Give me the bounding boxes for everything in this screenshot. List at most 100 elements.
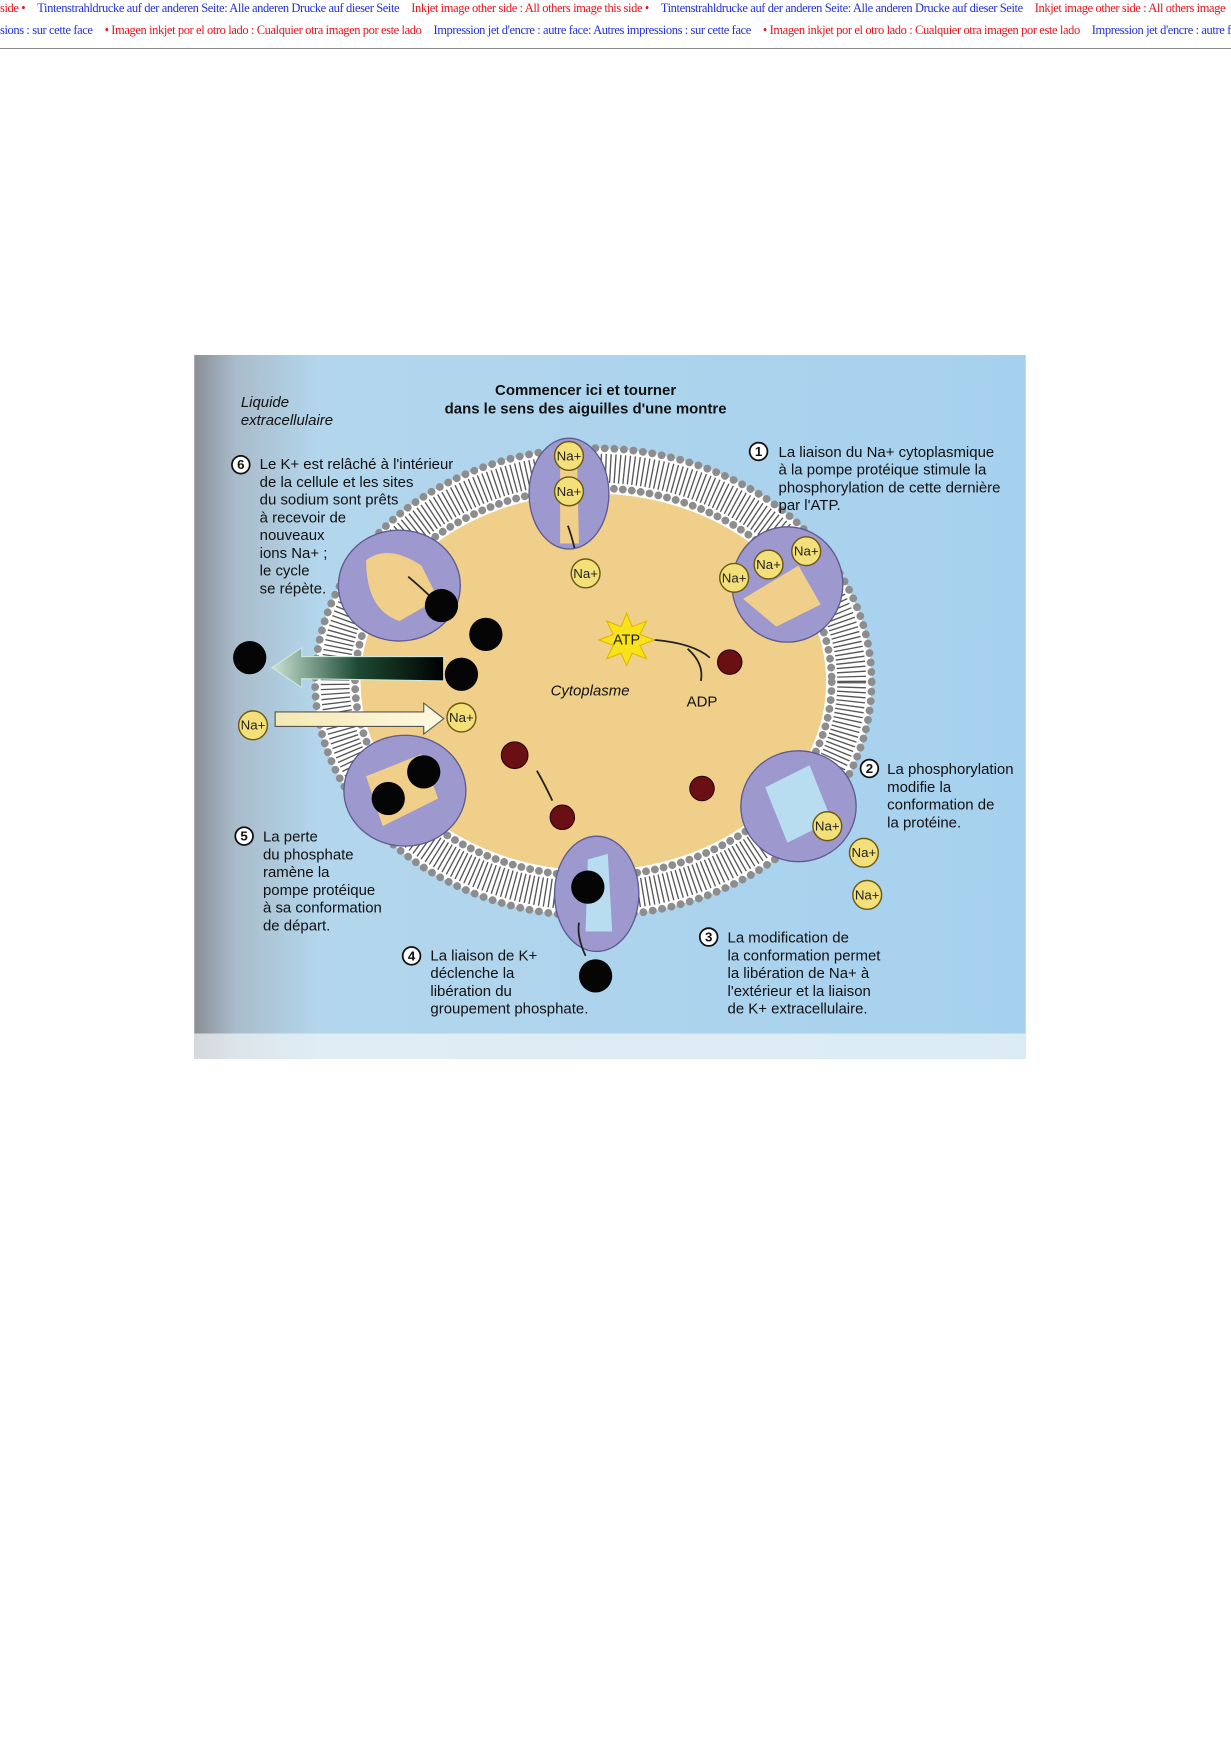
step-number: 6: [237, 457, 244, 472]
step-number-badge: [698, 927, 719, 947]
sodium-ion: Na+: [848, 837, 880, 868]
header-divider: [0, 48, 1231, 49]
step-description-line: à sa conformation: [263, 900, 382, 917]
notice-segment: • Imagen inkjet por el otro lado : Cualq…: [104, 23, 422, 37]
notice-segment: Tintenstrahldrucke auf der anderen Seite…: [37, 1, 400, 15]
step-description-line: par l'ATP.: [779, 497, 841, 514]
phosphate-group: [500, 741, 529, 770]
notice-segment: Impression jet d'encre : autre face: Aut…: [1091, 23, 1231, 37]
potassium-ion: [371, 781, 405, 816]
step-description-line: conformation de: [887, 797, 994, 814]
phosphate-group: [689, 775, 715, 802]
step-number-badge: [401, 946, 422, 966]
step-description-line: La phosphorylation: [887, 761, 1013, 778]
notice-segment: • Imagen inkjet por el otro lado : Cualq…: [762, 23, 1080, 37]
step-description-line: la libération de Na+ à: [728, 965, 870, 982]
step-description-line: modifie la: [887, 779, 952, 796]
sodium-ion-label: Na+: [573, 566, 598, 581]
sodium-entry-arrow: [274, 701, 445, 736]
potassium-ion: [407, 755, 441, 789]
step-description-line: la conformation permet: [728, 947, 882, 964]
step-description-line: groupement phosphate.: [430, 1001, 588, 1018]
step-description-line: nouveaux: [260, 527, 325, 544]
notice-segment: Impression jet d'encre : autre face: Aut…: [433, 23, 751, 37]
potassium-ion: [424, 588, 459, 623]
inkjet-notice-line-1: side • Tintenstrahldrucke auf der anderen…: [0, 1, 1231, 16]
step-description-line: à la pompe protéique stimule la: [779, 462, 987, 479]
sodium-ion: Na+: [570, 558, 601, 589]
atp-label: ATP: [613, 632, 640, 648]
step-number: 1: [755, 444, 763, 459]
adp-label: ADP: [687, 693, 718, 710]
phosphate-group: [549, 804, 576, 831]
step-description-line: l'extérieur et la liaison: [728, 983, 871, 1000]
step-description-line: du sodium sont prêts: [260, 492, 399, 509]
step-description-line: ramène la: [263, 864, 330, 881]
step-description-line: de départ.: [263, 917, 330, 934]
sodium-ion-label: Na+: [722, 570, 747, 585]
step-description-line: du phosphate: [263, 846, 354, 863]
notice-segment: Inkjet image other side : All others ima…: [411, 1, 649, 15]
step-description-line: de K+ extracellulaire.: [728, 1001, 868, 1018]
step-description-line: la protéine.: [887, 814, 961, 831]
step-number-badge: [231, 455, 251, 475]
sodium-ion-label: Na+: [855, 887, 880, 902]
step-description-line: La liaison de K+: [430, 947, 537, 964]
sodium-ion: Na+: [553, 476, 585, 507]
step-number: 2: [866, 761, 873, 776]
phosphate-group: [716, 649, 743, 675]
sodium-ion-label: Na+: [241, 718, 266, 733]
sodium-ion: Na+: [852, 879, 883, 911]
step-number-badge: [748, 441, 769, 462]
step-description-line: le cycle: [260, 563, 310, 580]
sodium-ion-label: Na+: [756, 557, 781, 572]
step-number: 3: [705, 929, 712, 944]
sodium-ion: Na+: [791, 536, 822, 567]
potassium-ion: [469, 617, 503, 652]
sodium-ion-label: Na+: [449, 710, 474, 725]
cytoplasm-label: Cytoplasme: [551, 682, 630, 699]
potassium-ion: [578, 959, 613, 993]
sodium-potassium-pump-diagram: ATP ADP Cytoplasme Na+ Na+ Na+ Na+ Na+ Na+ Na+…: [194, 355, 1026, 1059]
step-description-line: libération du: [430, 983, 511, 1000]
sodium-ion: Na+: [237, 710, 269, 741]
step-description-line: phosphorylation de cette dernière: [779, 479, 1001, 496]
sodium-ion-label: Na+: [815, 819, 840, 834]
inkjet-notice-line-2: sions : sur cette face • Imagen inkjet po…: [0, 23, 1231, 38]
atp-star-icon: [597, 611, 656, 667]
step-description-line: La perte: [263, 829, 318, 846]
notice-segment: Inkjet image other side : All others ima…: [1034, 1, 1226, 15]
notice-segment: Tintenstrahldrucke auf der anderen Seite…: [660, 1, 1023, 15]
step-description-line: de la cellule et les sites: [260, 474, 414, 491]
sodium-ion-label: Na+: [794, 544, 819, 559]
step-description-line: La liaison du Na+ cytoplasmique: [779, 444, 995, 461]
sodium-ion-label: Na+: [557, 448, 582, 463]
step-number: 4: [408, 948, 416, 963]
potassium-ion: [571, 870, 605, 904]
step-description-line: ions Na+ ;: [260, 545, 328, 562]
cytoplasm: [360, 493, 827, 871]
sodium-ion: Na+: [553, 440, 585, 472]
step-description-line: Le K+ est relâché à l'intérieur: [260, 456, 454, 473]
step-number: 5: [240, 829, 248, 844]
sodium-ion-label: Na+: [557, 484, 582, 499]
potassium-ion: [233, 641, 267, 675]
notice-segment: side •: [0, 1, 26, 15]
sodium-ion: Na+: [719, 562, 750, 593]
step-number-badge: [859, 758, 880, 779]
notice-segment: sions : sur cette face: [0, 23, 93, 37]
step-description-line: La modification de: [728, 930, 849, 947]
sodium-ion: Na+: [753, 549, 784, 580]
step-description-line: à recevoir de: [260, 509, 346, 526]
sodium-ion: Na+: [446, 702, 477, 733]
step-number-badge: [234, 826, 254, 846]
sodium-ion-label: Na+: [852, 845, 877, 860]
potassium-ion: [444, 657, 479, 691]
